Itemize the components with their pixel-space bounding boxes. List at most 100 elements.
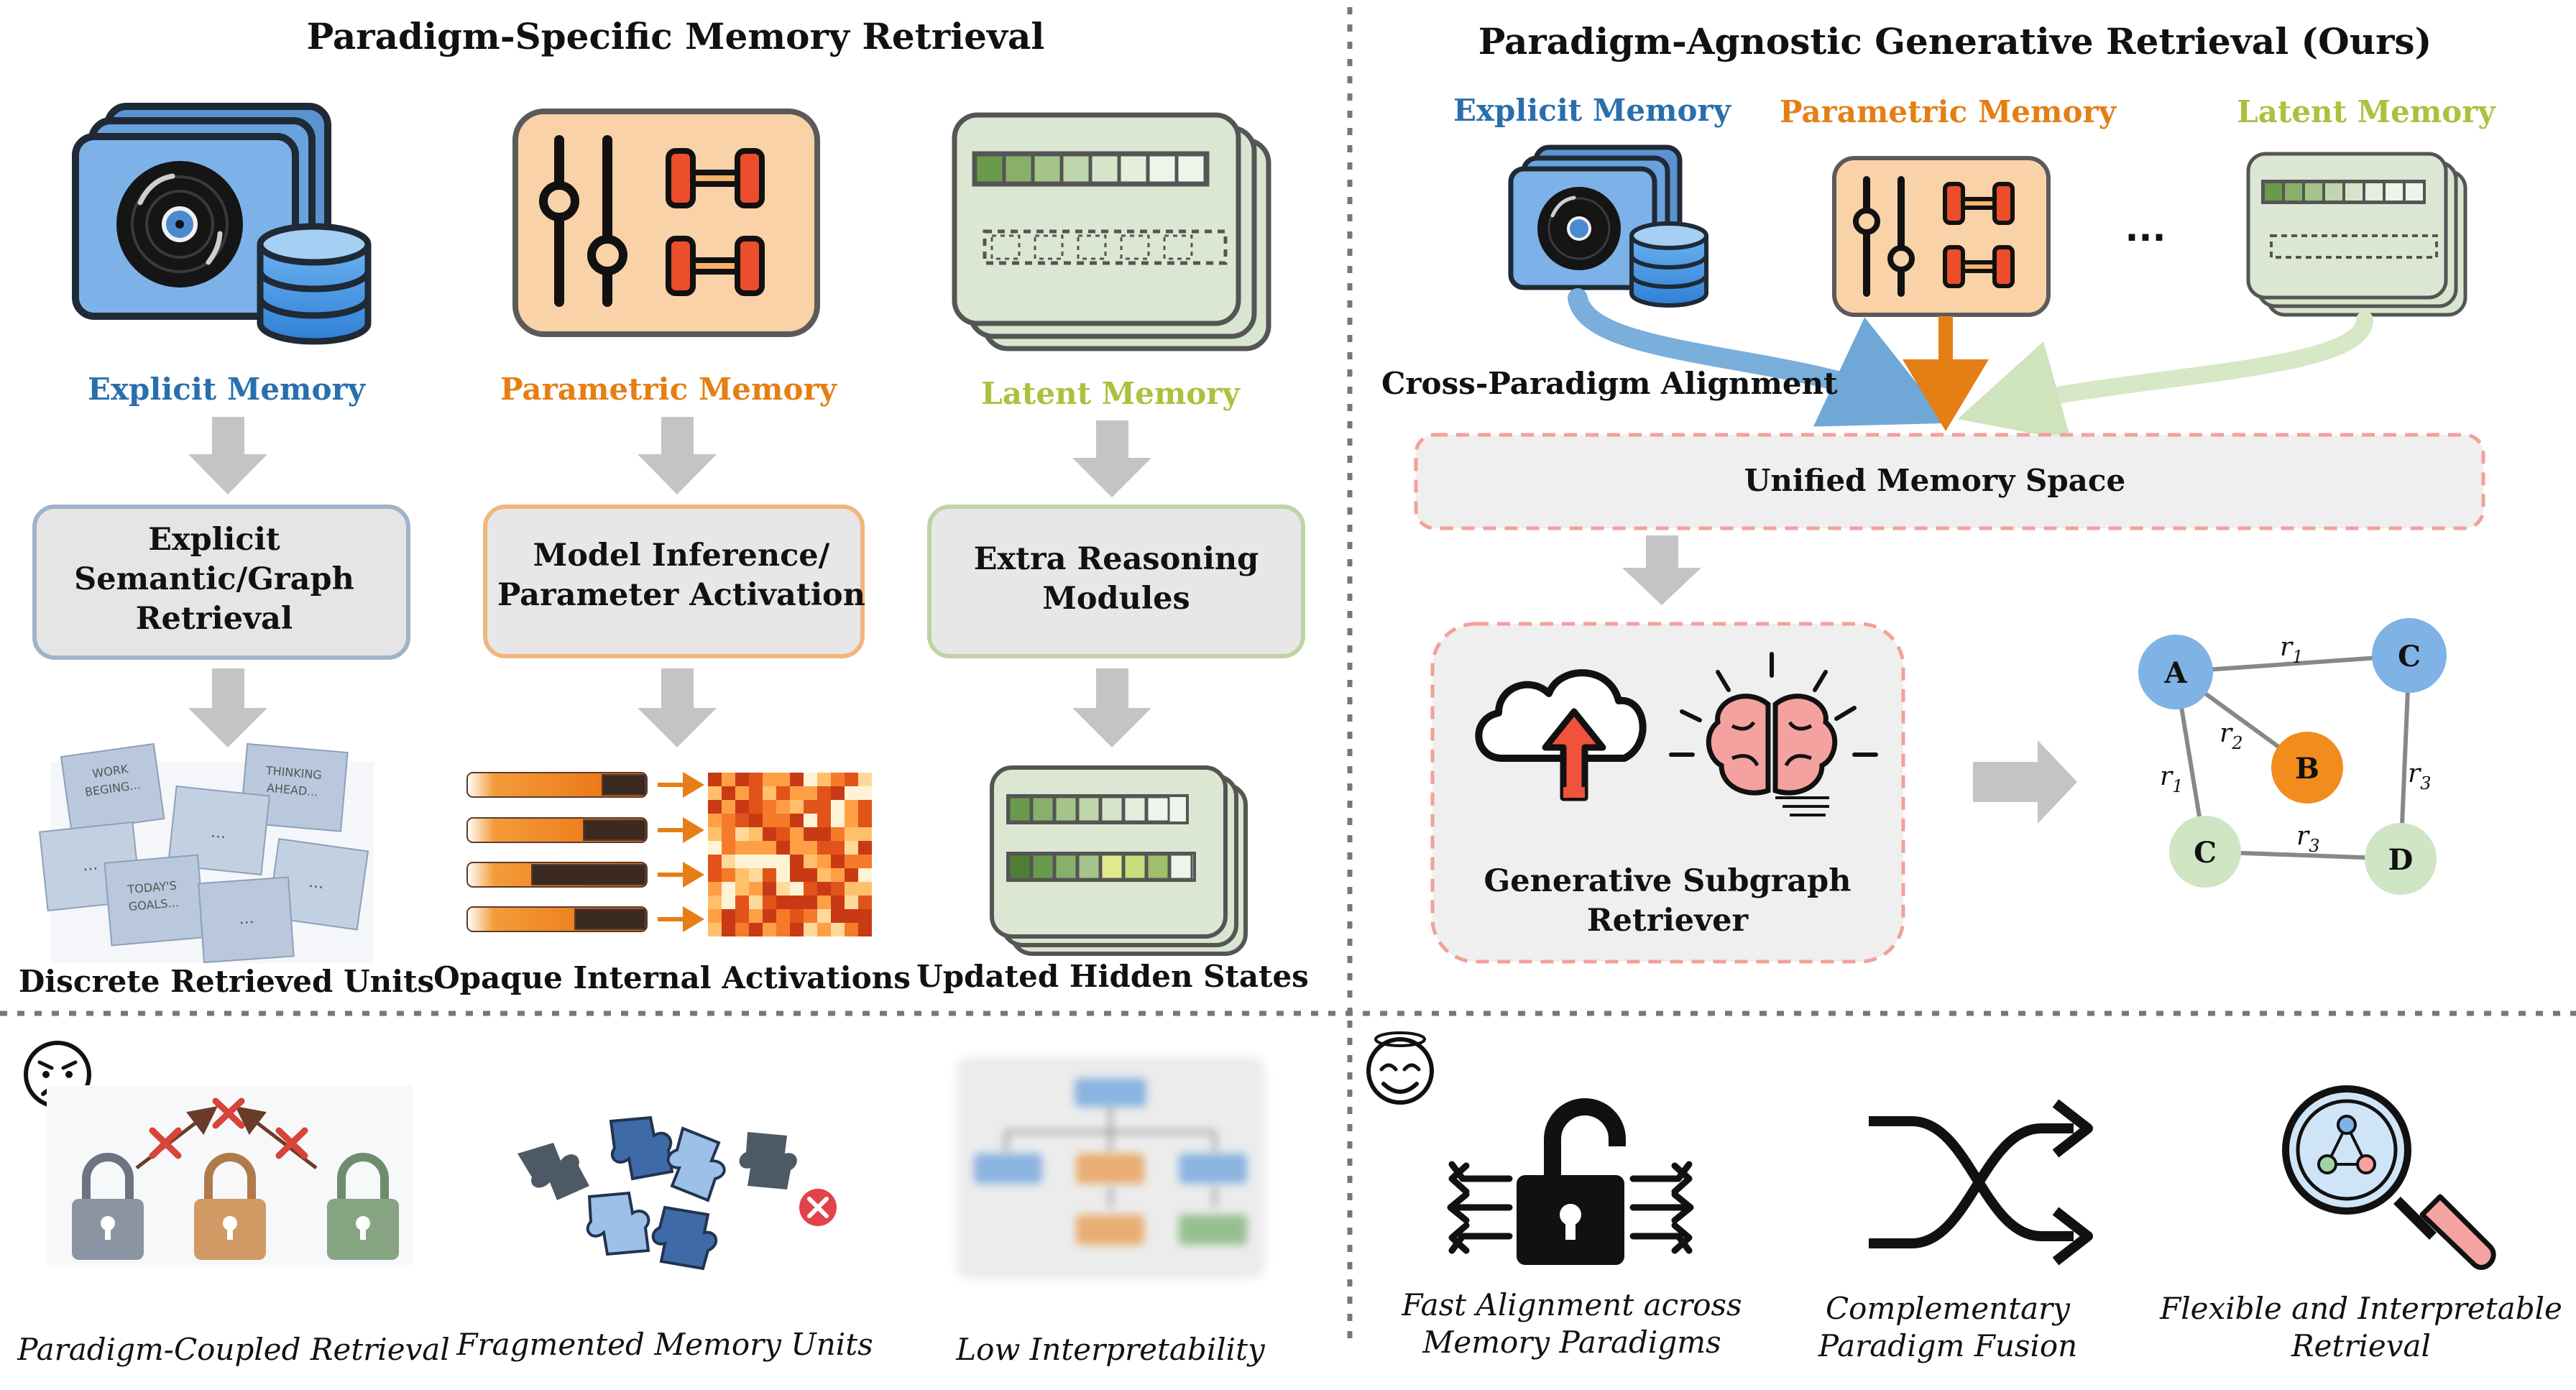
heatmap-cell <box>804 827 817 841</box>
heatmap-cell <box>735 841 749 855</box>
heatmap-cell <box>722 855 735 868</box>
heatmap-cell <box>722 800 735 814</box>
down-arrow <box>188 668 267 747</box>
activation-heatmap-illustration <box>466 772 872 936</box>
heatmap-cell <box>776 814 790 827</box>
heatmap-cell <box>831 773 845 786</box>
heatmap-cell <box>776 855 790 868</box>
heatmap-cell <box>749 909 763 923</box>
heatmap-cell <box>817 827 831 841</box>
heatmap-cell <box>763 868 776 882</box>
heatmap-cell <box>817 814 831 827</box>
heatmap-cell <box>708 814 722 827</box>
heatmap-cell <box>858 868 872 882</box>
heatmap-cell <box>845 855 858 868</box>
hidden-state-cards-icon <box>952 112 1271 351</box>
heatmap-cell <box>817 841 831 855</box>
heatmap-cell <box>722 827 735 841</box>
heatmap-cell <box>831 882 845 896</box>
cloud-upload-icon <box>1475 669 1647 801</box>
right-vinyl-database-icon <box>1508 144 1708 308</box>
svg-text:D: D <box>2388 843 2414 877</box>
heatmap-cell <box>749 841 763 855</box>
heatmap-cell <box>763 882 776 896</box>
heatmap-cell <box>804 800 817 814</box>
heatmap-cell <box>845 773 858 786</box>
heatmap-cell <box>708 800 722 814</box>
heatmap-cell <box>708 909 722 923</box>
heatmap-cell <box>722 841 735 855</box>
heatmap-cell <box>735 882 749 896</box>
heatmap-cell <box>804 841 817 855</box>
heatmap-cell <box>722 786 735 800</box>
heatmap-cell <box>749 882 763 896</box>
heatmap-cell <box>722 773 735 786</box>
puzzle-pieces-icon <box>518 1115 837 1271</box>
heatmap-cell <box>858 855 872 868</box>
heatmap-cell <box>735 909 749 923</box>
coupled-locks-icon <box>47 1085 413 1265</box>
down-arrow <box>188 417 267 494</box>
svg-text:Retriever: Retriever <box>1587 903 1749 939</box>
heatmap-cell <box>763 827 776 841</box>
down-arrow <box>638 417 717 494</box>
hidden-states-caption: Updated Hidden States <box>916 959 1309 994</box>
flexible-interpretable-caption-line2: Retrieval <box>2291 1328 2431 1363</box>
heatmap-cell <box>763 855 776 868</box>
svg-text:C: C <box>2398 640 2421 673</box>
edge-label: r3 <box>2296 821 2320 856</box>
heatmap-cell <box>722 814 735 827</box>
fast-alignment-caption-line1: Fast Alignment across <box>1401 1287 1742 1322</box>
heatmap-cell <box>722 896 735 909</box>
heatmap-cell <box>722 868 735 882</box>
svg-text:Unified Memory Space: Unified Memory Space <box>1744 463 2125 498</box>
heatmap-cell <box>831 923 845 936</box>
heatmap-cell <box>858 882 872 896</box>
heatmap-cell <box>817 773 831 786</box>
svg-text:Explicit: Explicit <box>148 522 280 558</box>
vinyl-database-icon <box>72 103 372 345</box>
heatmap-cell <box>858 786 872 800</box>
heatmap-cell <box>776 773 790 786</box>
heatmap-cell <box>735 773 749 786</box>
heatmap-cell <box>763 909 776 923</box>
heatmap-cell <box>735 814 749 827</box>
edge-label: r1 <box>2160 762 2184 796</box>
heatmap-cell <box>817 882 831 896</box>
right-hidden-state-cards-icon <box>2246 152 2467 317</box>
svg-text:...: ... <box>308 873 325 893</box>
down-arrow <box>1072 420 1151 497</box>
graph-node-c-top <box>2372 618 2447 693</box>
right-sliders-dumbbell-icon <box>1832 156 2051 317</box>
heatmap-cell <box>817 909 831 923</box>
left-section-title: Paradigm-Specific Memory Retrieval <box>307 15 1045 57</box>
heatmap-cell <box>763 786 776 800</box>
heatmap-cell <box>763 800 776 814</box>
opaque-activations-caption: Opaque Internal Activations <box>433 960 911 995</box>
complementary-fusion-caption-line2: Paradigm Fusion <box>1818 1328 2077 1363</box>
heatmap-cell <box>776 827 790 841</box>
heatmap-cell <box>790 896 804 909</box>
heatmap-cell <box>776 882 790 896</box>
svg-text:...: ... <box>210 823 226 842</box>
right-section-title: Paradigm-Agnostic Generative Retrieval (… <box>1478 20 2432 63</box>
latent-alignment-arrow <box>1957 311 2373 441</box>
discrete-units-caption: Discrete Retrieved Units <box>19 964 434 999</box>
low-interpretability-caption: Low Interpretability <box>955 1332 1266 1367</box>
model-inference-box: Model Inference/ Parameter Activation <box>483 505 865 658</box>
heatmap-cell <box>749 855 763 868</box>
heatmap-cell <box>831 827 845 841</box>
heatmap-cell <box>804 773 817 786</box>
heatmap-cell <box>831 814 845 827</box>
heatmap-cell <box>790 800 804 814</box>
heatmap-cell <box>804 882 817 896</box>
graph-node-c-bottom <box>2169 816 2241 888</box>
down-arrow <box>1622 535 1701 605</box>
heatmap-cell <box>790 868 804 882</box>
heatmap-cell <box>817 800 831 814</box>
heatmap-cell <box>776 841 790 855</box>
heatmap-cell <box>804 868 817 882</box>
heatmap-cell <box>831 896 845 909</box>
heatmap-cell <box>708 882 722 896</box>
heatmap-cell <box>831 800 845 814</box>
